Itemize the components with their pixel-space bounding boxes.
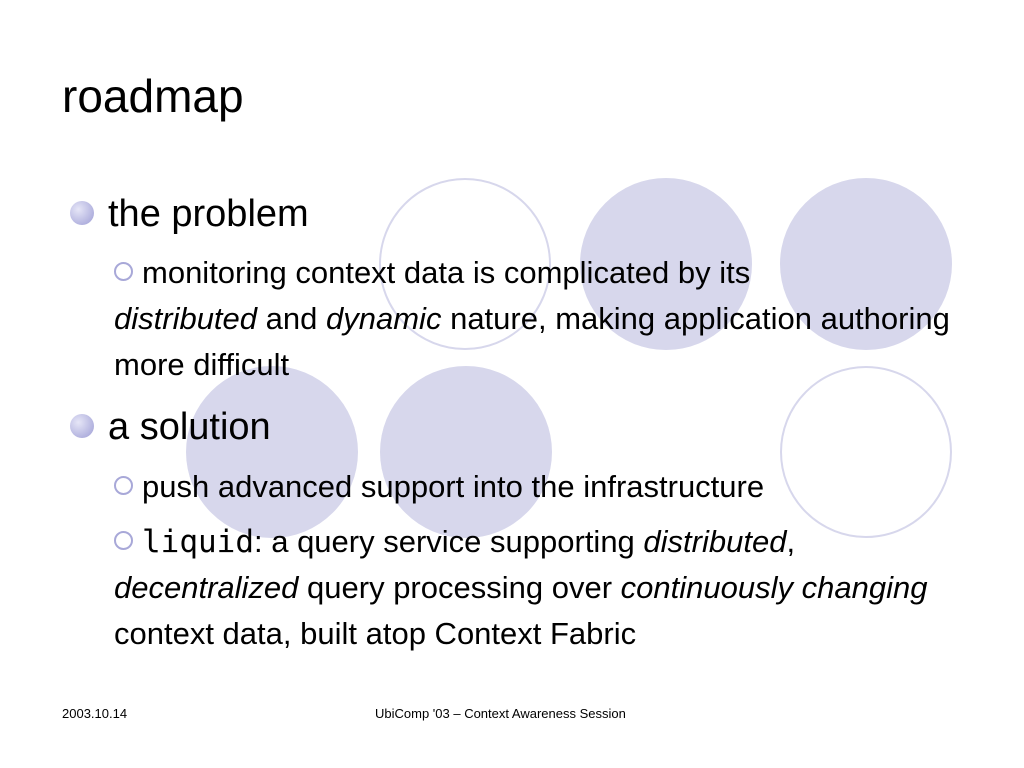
sub-bullet-push-support: push advanced support into the infrastru… [114,464,994,510]
problem-detail-text-and: and [265,301,318,336]
liquid-em-continuously-changing: continuously changing [620,570,928,605]
decor-circle-filled-bottom-left [186,366,358,538]
push-support-text: push advanced support into the infrastru… [142,469,765,504]
bullet-solution-text: a solution [108,406,271,448]
problem-detail-em-dynamic: dynamic [326,301,442,336]
bullet-dot-icon [70,414,94,438]
problem-detail-text-a: monitoring context data is complicated b… [142,255,751,290]
footer-session: UbiComp '03 – Context Awareness Session [375,706,626,721]
liquid-em-distributed: distributed [643,524,787,559]
bullet-dot-icon [70,201,94,225]
decor-circle-outline-bottom-right [780,366,952,538]
decor-circle-outline-top-left [379,178,551,350]
slide-title: roadmap [62,70,244,122]
sub-bullet-liquid: liquid: a query service supporting distr… [114,519,994,657]
sub-bullet-ring-icon [114,262,133,281]
decor-circle-filled-bottom-middle [380,366,552,538]
sub-bullet-ring-icon [114,476,133,495]
bullet-problem-text: the problem [108,193,309,235]
bullet-solution: a solution [70,405,271,449]
problem-detail-text-e: nature, making application authoring mor… [114,301,950,382]
liquid-text-h: context data, built atop Context Fabric [114,616,637,651]
liquid-comma: , [786,524,796,559]
liquid-text-b: : a query service supporting [253,524,635,559]
bullet-problem: the problem [70,192,309,236]
liquid-name: liquid [142,524,254,560]
footer-date: 2003.10.14 [62,706,128,721]
problem-detail-em-distributed: distributed [114,301,258,336]
sub-bullet-ring-icon [114,531,133,550]
decor-circle-filled-top-right [780,178,952,350]
decor-circle-filled-top-middle [580,178,752,350]
liquid-text-f: query processing over [307,570,613,605]
liquid-em-decentralized: decentralized [114,570,299,605]
sub-bullet-problem-detail: monitoring context data is complicated b… [114,250,974,388]
